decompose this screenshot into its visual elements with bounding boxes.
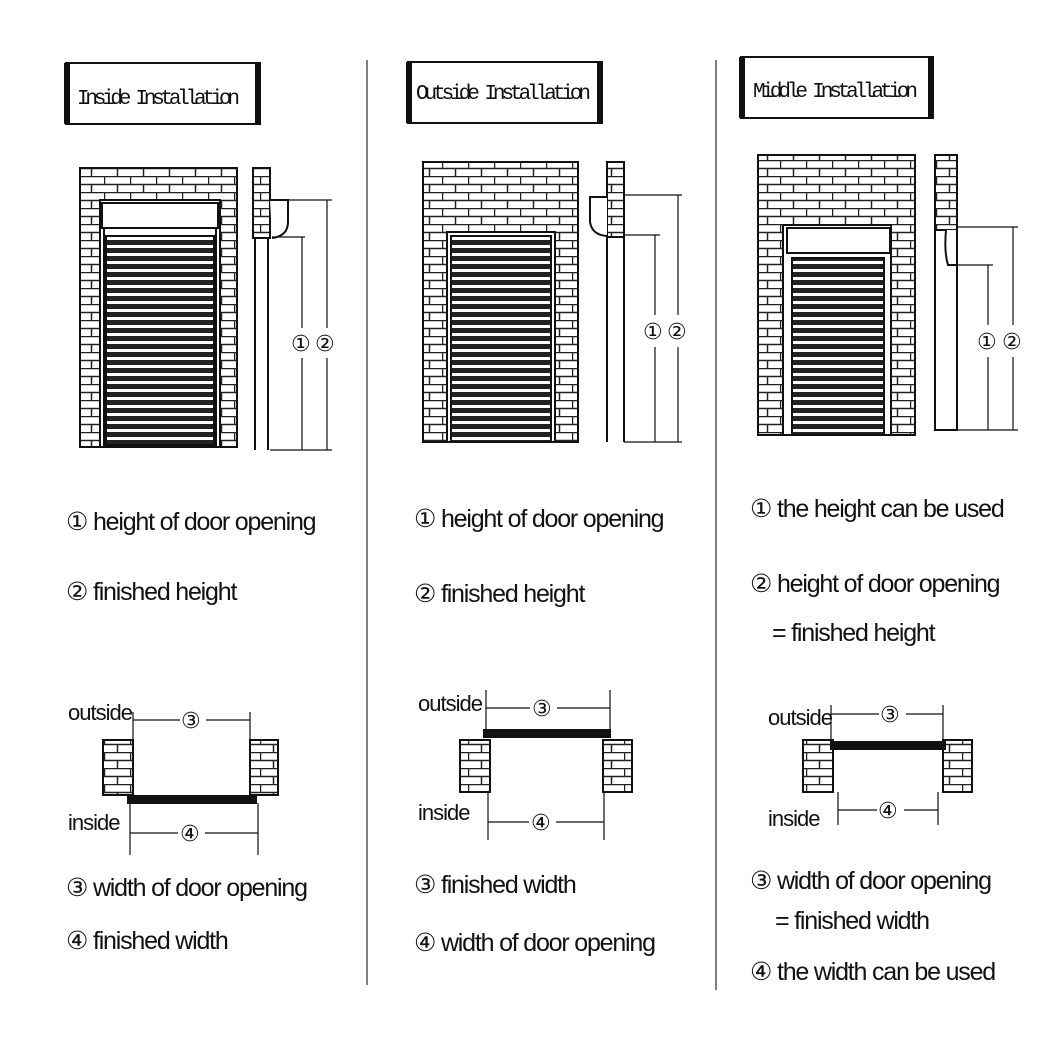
dim-label-2: ② xyxy=(667,320,687,345)
dim-label-4: ④ xyxy=(878,799,898,824)
section-outside xyxy=(589,161,682,443)
dim-label-1: ① xyxy=(977,330,997,355)
outside-label: outside xyxy=(418,691,483,716)
inside-label: inside xyxy=(68,810,120,835)
width-note-3: ③ width of door opening xyxy=(750,867,991,895)
dim-label-1: ① xyxy=(291,332,311,357)
dim-label-1: ① xyxy=(643,320,663,345)
height-note-2: ② height of door opening xyxy=(750,570,1000,598)
plan-inside xyxy=(102,712,279,855)
dim-label-4: ④ xyxy=(180,822,200,847)
plan-outside xyxy=(459,690,633,840)
width-note-4: ④ width of door opening xyxy=(414,929,655,957)
title-inside: Inside Installation xyxy=(77,88,240,111)
width-note-3: ③ width of door opening xyxy=(66,874,307,902)
width-note-3-cont: = finished width xyxy=(775,907,929,935)
title-box-middle: Middle Installation xyxy=(739,56,934,119)
elevation-outside xyxy=(422,161,579,443)
section-inside xyxy=(252,167,332,451)
dim-label-2: ② xyxy=(315,332,335,357)
dim-label-4: ④ xyxy=(531,811,551,836)
height-note-1: ① the height can be used xyxy=(750,495,1004,523)
width-note-4: ④ finished width xyxy=(66,927,228,955)
dim-label-2: ② xyxy=(1002,330,1022,355)
height-note-2: ② finished height xyxy=(414,580,585,608)
outside-label: outside xyxy=(768,705,833,730)
outside-label: outside xyxy=(68,700,133,725)
elevation-inside xyxy=(79,167,238,448)
height-note-1: ① height of door opening xyxy=(66,508,316,536)
dim-label-3: ③ xyxy=(532,697,552,722)
width-note-3: ③ finished width xyxy=(414,871,576,899)
title-outside: Outside Installation xyxy=(416,83,591,106)
dim-label-3: ③ xyxy=(181,709,201,734)
height-note-2: ② finished height xyxy=(66,578,237,606)
plan-middle xyxy=(802,705,973,825)
title-middle: Middle Installation xyxy=(753,81,918,104)
elevation-middle xyxy=(757,154,916,436)
width-note-4: ④ the width can be used xyxy=(750,958,995,986)
inside-label: inside xyxy=(418,800,470,825)
section-middle xyxy=(934,154,1018,431)
title-box-inside: Inside Installation xyxy=(64,62,261,125)
title-box-outside: Outside Installation xyxy=(406,61,603,124)
dim-label-3: ③ xyxy=(880,703,900,728)
inside-label: inside xyxy=(768,806,820,831)
height-note-2-cont: = finished height xyxy=(772,619,936,647)
height-note-1: ① height of door opening xyxy=(414,505,664,533)
